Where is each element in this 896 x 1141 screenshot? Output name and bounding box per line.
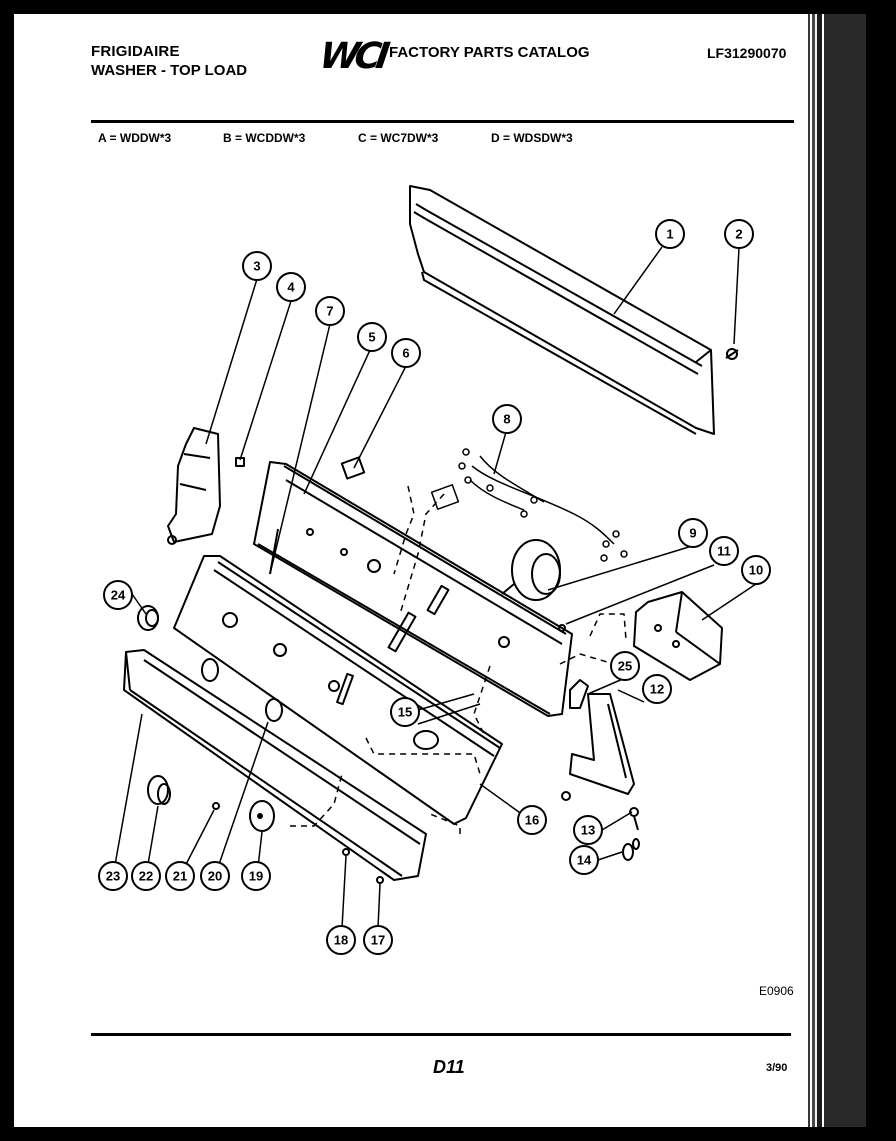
callout-21: 21 xyxy=(165,861,195,891)
callout-17: 17 xyxy=(363,925,393,955)
callout-number: 11 xyxy=(717,544,731,559)
callout-3: 3 xyxy=(242,251,272,281)
callout-23: 23 xyxy=(98,861,128,891)
screw-18 xyxy=(342,848,350,856)
callout-number: 10 xyxy=(749,563,763,578)
end-cap-bracket xyxy=(167,427,221,545)
callout-6: 6 xyxy=(391,338,421,368)
callout-9: 9 xyxy=(678,518,708,548)
catalog-title: FACTORY PARTS CATALOG xyxy=(389,44,590,61)
callout-number: 14 xyxy=(577,853,592,868)
catalog-number: LF31290070 xyxy=(707,45,787,61)
callout-22: 22 xyxy=(131,861,161,891)
footer-rule xyxy=(91,1033,791,1036)
callout-number: 3 xyxy=(253,259,260,274)
callout-number: 12 xyxy=(650,682,664,697)
small-screw xyxy=(212,802,220,810)
console-back-panel xyxy=(409,185,715,435)
callout-number: 24 xyxy=(111,588,126,603)
callout-number: 8 xyxy=(503,412,510,427)
callout-1: 1 xyxy=(655,219,685,249)
model-code: D = WDSDW*3 xyxy=(491,131,573,145)
model-code: A = WDDW*3 xyxy=(98,131,172,145)
product-subtitle: WASHER - TOP LOAD xyxy=(91,62,248,79)
knob-22 xyxy=(147,775,171,805)
callout-18: 18 xyxy=(326,925,356,955)
callout-number: 17 xyxy=(371,933,385,948)
header-rule xyxy=(91,120,794,123)
callout-7: 7 xyxy=(315,296,345,326)
callout-19: 19 xyxy=(241,861,271,891)
callout-12: 12 xyxy=(642,674,672,704)
screw-washer xyxy=(622,807,640,861)
callout-number: 23 xyxy=(106,869,120,884)
drawing-reference: E0906 xyxy=(759,984,794,998)
selector-knob xyxy=(201,658,283,722)
callout-number: 6 xyxy=(402,346,409,361)
callout-number: 21 xyxy=(173,869,187,884)
screw-17 xyxy=(376,876,384,884)
callout-number: 20 xyxy=(208,869,222,884)
relay-box xyxy=(633,591,723,681)
callout-number: 25 xyxy=(618,659,632,674)
mounting-screw xyxy=(558,624,566,632)
page-number: D11 xyxy=(433,1057,465,1077)
callout-10: 10 xyxy=(741,555,771,585)
callout-5: 5 xyxy=(357,322,387,352)
callout-number: 7 xyxy=(326,304,333,319)
callout-number: 5 xyxy=(368,330,375,345)
exploded-parts-diagram: 1 2 3 4 5 6 7 8 9 10 11 12 13 14 15 16 1… xyxy=(98,185,771,955)
callout-8: 8 xyxy=(492,404,522,434)
callout-number: 18 xyxy=(334,933,348,948)
callout-20: 20 xyxy=(200,861,230,891)
callout-15: 15 xyxy=(390,697,420,727)
callout-11: 11 xyxy=(709,536,739,566)
callout-number: 22 xyxy=(139,869,153,884)
catalog-page: FRIGIDAIRE WASHER - TOP LOAD WCI FACTORY… xyxy=(14,14,866,1127)
callout-16: 16 xyxy=(517,805,547,835)
callout-14: 14 xyxy=(569,845,599,875)
bracket-clip xyxy=(569,679,589,709)
knob-24 xyxy=(137,605,159,631)
model-code: B = WCDDW*3 xyxy=(223,131,306,145)
wire-harness xyxy=(430,448,628,562)
callout-number: 4 xyxy=(287,280,295,295)
switch-component xyxy=(340,456,366,480)
callout-number: 1 xyxy=(666,227,673,242)
support-bracket xyxy=(561,693,635,801)
trim-strip xyxy=(123,649,427,881)
callout-13: 13 xyxy=(573,815,603,845)
knob-cap xyxy=(249,800,275,832)
callout-number: 15 xyxy=(398,705,412,720)
control-console-panel xyxy=(253,461,573,717)
callout-24: 24 xyxy=(103,580,133,610)
callout-4: 4 xyxy=(276,272,306,302)
brand-name: FRIGIDAIRE xyxy=(91,43,180,60)
panel-screw xyxy=(725,348,739,360)
scan-edge xyxy=(808,14,866,1127)
callout-number: 16 xyxy=(525,813,539,828)
timer-module xyxy=(501,539,561,601)
callout-number: 9 xyxy=(689,526,696,541)
callout-25: 25 xyxy=(610,651,640,681)
callout-number: 2 xyxy=(735,227,742,242)
callout-number: 19 xyxy=(249,869,263,884)
print-date: 3/90 xyxy=(766,1062,788,1074)
callout-2: 2 xyxy=(724,219,754,249)
front-control-panel xyxy=(173,555,503,825)
callout-number: 13 xyxy=(581,823,595,838)
model-code: C = WC7DW*3 xyxy=(358,131,439,145)
